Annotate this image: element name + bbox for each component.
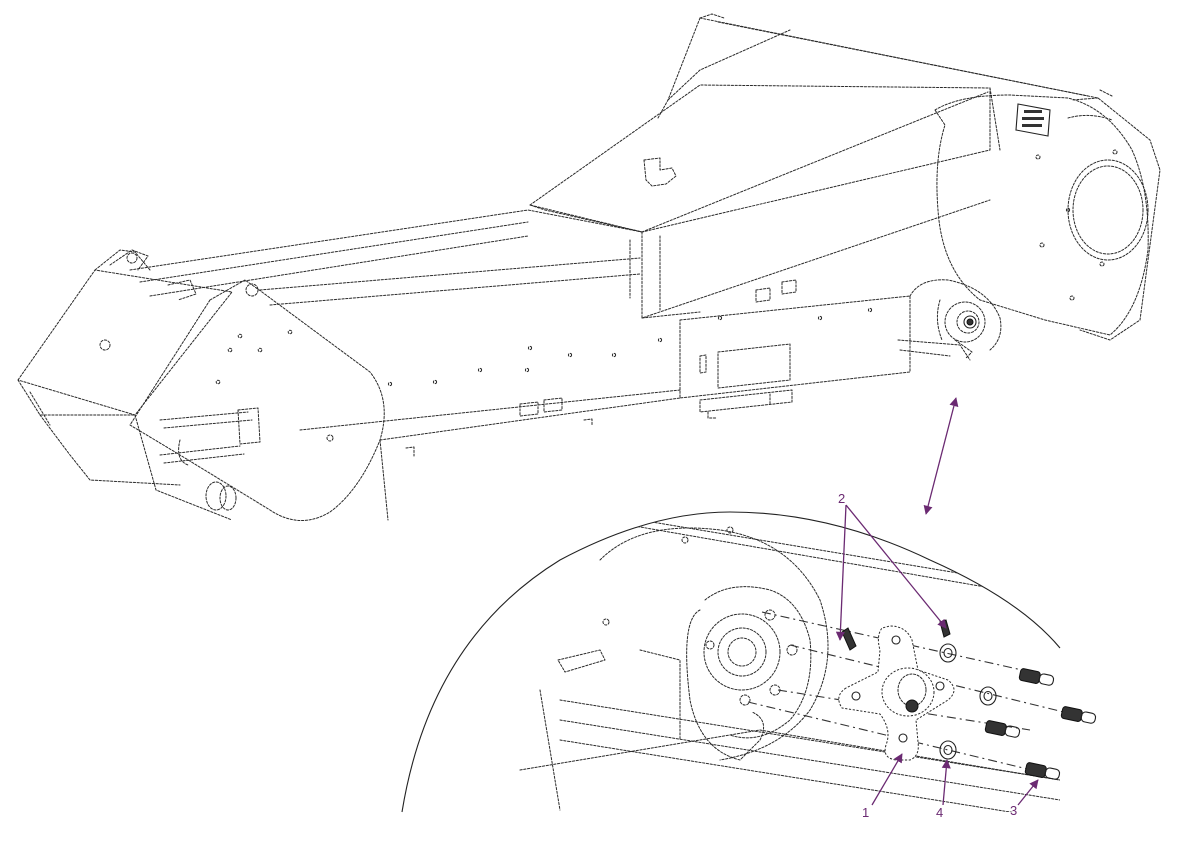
pulley-shaft-end [205, 481, 237, 511]
hub-part-1 [838, 625, 955, 761]
chute-bracket [643, 157, 677, 187]
detail-view-boundary [401, 511, 1061, 813]
callout-leaders [835, 504, 1039, 806]
detail-view: 2 1 4 3 [401, 491, 1097, 820]
handle-brackets [109, 249, 197, 301]
detail-link-arrow [923, 397, 959, 515]
end-plate [129, 279, 385, 521]
take-up-rods [159, 407, 261, 466]
left-end-frame [17, 249, 233, 521]
nameplate [1015, 103, 1051, 137]
main-conveyor-body [129, 209, 681, 521]
fan-drum-housing [934, 94, 1149, 336]
shaft-end-bearing [897, 279, 1002, 361]
bolts-part-3 [984, 668, 1097, 780]
conveyor-housing-assembly [17, 13, 1161, 521]
washers-part-4 [939, 643, 997, 760]
body-fastener-holes [387, 307, 873, 387]
side-access-panel [679, 279, 911, 419]
angled-chute [529, 84, 991, 319]
underside-clips [405, 397, 593, 457]
callout-4: 4 [936, 805, 943, 820]
callout-1: 1 [862, 805, 869, 820]
callout-3: 3 [1010, 803, 1017, 818]
callout-2: 2 [838, 491, 845, 506]
rear-hopper [657, 13, 1161, 341]
